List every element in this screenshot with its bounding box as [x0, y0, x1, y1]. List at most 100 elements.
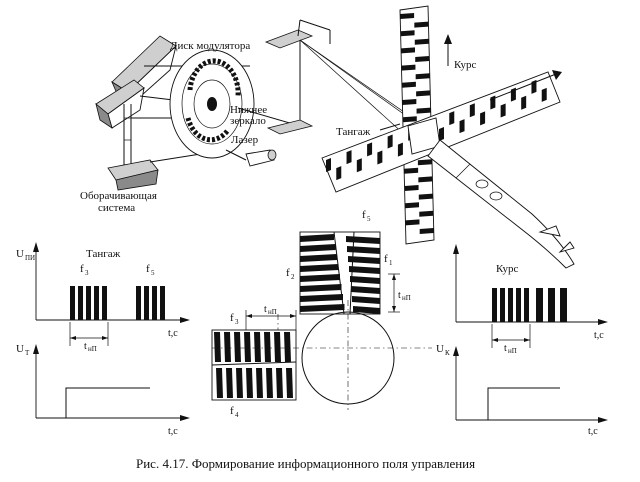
center-t-right-sub: нП [402, 294, 411, 302]
course-field-cell [418, 176, 433, 183]
course-pulse [524, 288, 529, 322]
course-field-cell [419, 228, 434, 234]
raster-band [300, 284, 342, 292]
raster-band [353, 306, 380, 314]
optical-device [95, 19, 441, 191]
course-field-cell [405, 219, 420, 226]
pitch-field-cell [356, 158, 362, 173]
raster-column [234, 332, 241, 362]
pitch-t-sub: нП [88, 345, 97, 353]
pitch-field-cell [459, 119, 465, 134]
raster-divider [333, 231, 345, 315]
pitch-out-y-label: U [16, 343, 24, 355]
center-t-top: t [264, 304, 267, 315]
label-course-field: Курс [454, 59, 477, 71]
raster-band [351, 286, 380, 294]
pitch-field-cell [377, 150, 383, 165]
course-field-cell [402, 99, 417, 105]
center-t-right: t [398, 290, 401, 301]
course-pulse [536, 288, 543, 322]
course-field-cell [400, 30, 415, 37]
pitch-f5: f [146, 263, 150, 275]
course-title: Курс [496, 263, 519, 275]
raster-band [300, 244, 336, 252]
pitch-f5-sub: 5 [151, 269, 155, 277]
center-f3-sub: 3 [235, 318, 239, 326]
raster-band [300, 274, 340, 282]
center-f3: f [230, 312, 234, 324]
label-modulator-disk: Диск модулятора [170, 40, 250, 52]
raster-band [300, 234, 334, 242]
raster-band [348, 256, 380, 264]
pitch-out-y-sub: Т [25, 349, 30, 357]
pitch-field-cell [326, 158, 331, 172]
pitch-field-cell [336, 166, 342, 181]
course-pulse [548, 288, 555, 322]
raster-band [349, 266, 380, 274]
pitch-x-label: t,c [168, 328, 178, 339]
course-out-x-label: t,c [588, 426, 598, 437]
pitch-field-cell [500, 103, 506, 118]
pitch-pulse [136, 286, 141, 320]
pitch-field-cell [521, 95, 527, 110]
course-signal-plot [453, 244, 608, 348]
pitch-output-plot [33, 344, 190, 421]
pitch-title: Тангаж [86, 248, 121, 260]
raster-column [286, 368, 293, 398]
label-lower-mirror-2: зеркало [230, 115, 266, 127]
pitch-y-sub: ПИ [25, 254, 35, 262]
course-out-y-sub: К [445, 349, 450, 357]
aircraft-icon [427, 139, 575, 269]
course-field-cell [405, 202, 420, 209]
course-t-label: t [504, 343, 507, 354]
center-f5: f [362, 209, 366, 221]
raster-column [276, 368, 283, 398]
pitch-y-label: U [16, 248, 24, 260]
raster-divider [211, 361, 297, 366]
course-pulse [500, 288, 505, 322]
pitch-field-cell [469, 103, 475, 118]
raster-band [350, 276, 380, 284]
course-x-label: t,c [594, 330, 604, 341]
course-field-cell [419, 210, 434, 217]
center-f1-sub: 1 [389, 259, 393, 267]
label-laser: Лазер [231, 134, 259, 146]
course-field-cell [402, 116, 417, 123]
course-field-cell [417, 159, 432, 166]
course-pulse [508, 288, 513, 322]
pitch-pulse [78, 286, 83, 320]
pitch-field-cell [490, 95, 496, 110]
course-field-cell [401, 81, 416, 88]
course-out-y-label: U [436, 343, 444, 355]
raster-column [256, 368, 263, 398]
course-field-cell [416, 90, 431, 97]
center-f4-sub: 4 [235, 411, 239, 419]
raster-column [246, 368, 253, 398]
course-t-sub: нП [508, 347, 517, 355]
pitch-signal-plot [33, 242, 190, 346]
pitch-field-cell [449, 111, 455, 126]
pitch-pulse [86, 286, 91, 320]
pitch-field-cell [480, 111, 486, 126]
center-t-top-sub: нП [268, 308, 277, 316]
raster-column [284, 332, 291, 362]
raster-column [254, 332, 261, 362]
raster-column [274, 332, 281, 362]
course-field-cell [418, 193, 433, 200]
lower-mirror [266, 119, 314, 135]
raster-column [224, 332, 231, 362]
label-pitch-field: Тангаж [336, 126, 371, 138]
pitch-field-cell [397, 142, 403, 157]
course-field-cell [404, 167, 419, 174]
raster-column [244, 332, 251, 362]
course-field-cell [404, 185, 419, 191]
center-f2: f [286, 267, 290, 279]
course-pulse [492, 288, 497, 322]
raster-column [264, 332, 271, 362]
figure-caption: Рис. 4.17. Формирование информационного … [136, 456, 475, 471]
label-rotating-system-2: система [98, 202, 135, 214]
pitch-out-x-label: t,c [168, 426, 178, 437]
center-f2-sub: 2 [291, 273, 295, 281]
course-field-cell [415, 73, 430, 80]
